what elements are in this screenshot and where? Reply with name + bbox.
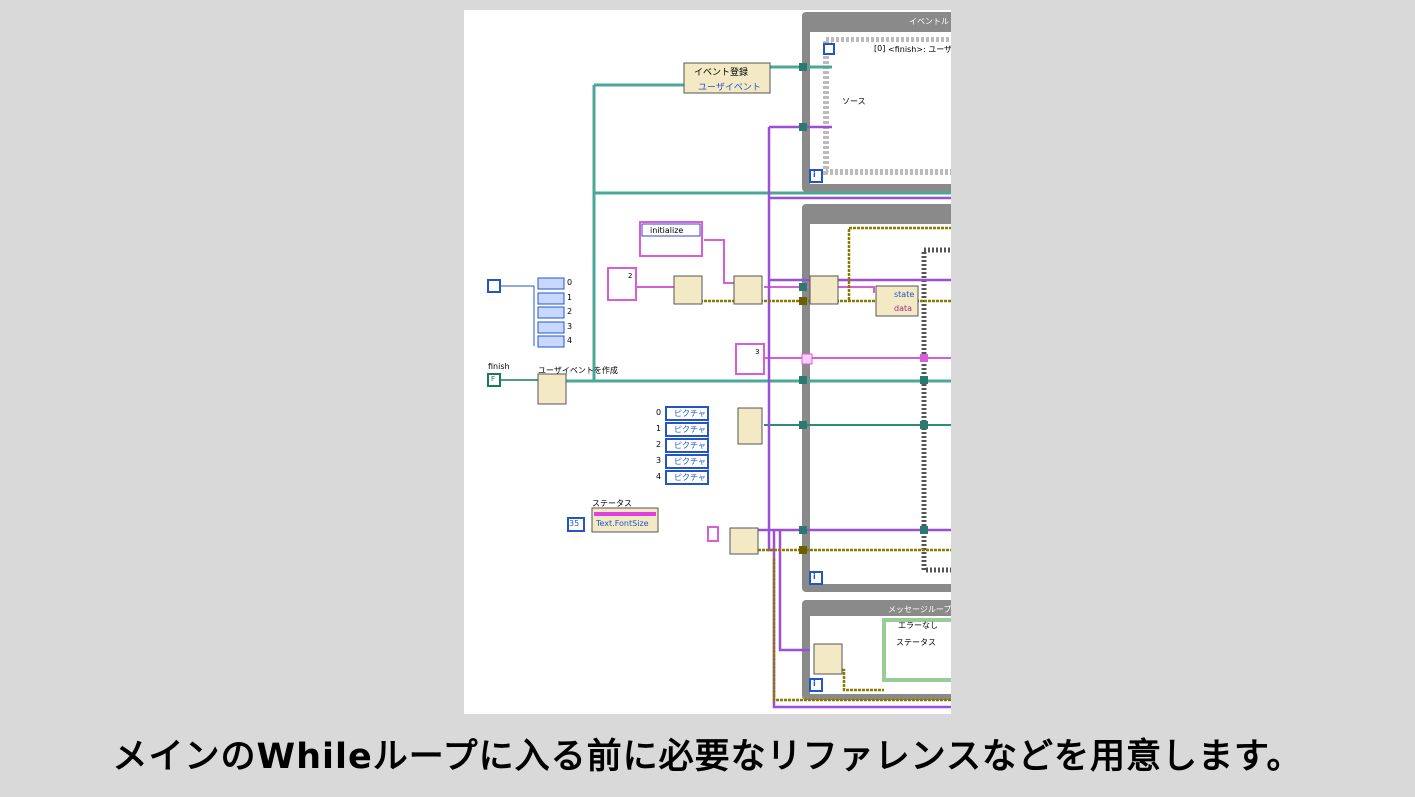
block-diagram: イベントル メッセージループ イベント登録 ユーザイベント [0] <finis… <box>464 10 951 714</box>
event-wires <box>564 65 951 383</box>
obtain-queue-node[interactable] <box>673 275 703 305</box>
error-case-border <box>882 618 951 682</box>
diagram-wires <box>487 12 951 709</box>
queue-ref-2-label: 2 <box>628 272 633 280</box>
loop-tunnels <box>799 63 928 534</box>
finish-boolean-icon[interactable] <box>487 373 501 387</box>
enqueue-node-1[interactable] <box>733 275 763 305</box>
property-node-ref-bar <box>594 512 656 516</box>
picture-ref-4[interactable]: ピクチャ <box>674 473 706 482</box>
error-tunnels <box>799 297 807 554</box>
event-structure-border <box>823 37 951 175</box>
font-size-constant[interactable] <box>567 517 585 532</box>
queue-ref-icon-3[interactable] <box>735 343 765 375</box>
array-index-4: 4 <box>567 336 573 345</box>
event-loop-title: イベントル <box>909 17 949 26</box>
queue-ref-3-label: 3 <box>755 348 760 356</box>
cluster-state-label: state <box>894 290 915 299</box>
case-structure-border <box>921 247 951 573</box>
picture-index-2: 2 <box>656 440 662 449</box>
timeout-icon <box>823 43 835 55</box>
event-loop-iteration-terminal <box>809 169 823 183</box>
message-loop-iteration-terminal <box>809 678 823 692</box>
main-loop-iteration-label: i <box>813 572 816 581</box>
source-label: ソース <box>842 97 866 106</box>
array-elements[interactable] <box>537 277 565 348</box>
unbundle-node[interactable] <box>875 285 919 317</box>
picture-index-3: 3 <box>656 456 662 465</box>
user-event-type[interactable]: ユーザイベント <box>698 83 761 93</box>
array-index-0: 0 <box>567 278 573 287</box>
shift-register-icon <box>801 353 813 365</box>
dequeue-node[interactable] <box>809 275 839 305</box>
finish-value[interactable]: F <box>491 375 496 383</box>
dequeue-message-node[interactable] <box>813 643 843 675</box>
cluster-data-label: data <box>894 304 913 313</box>
message-loop-title: メッセージループ <box>888 605 951 614</box>
picture-ref-0[interactable]: ピクチャ <box>674 409 706 418</box>
queue-wires <box>634 239 951 359</box>
register-events-label: イベント登録 <box>694 68 749 78</box>
enum-value[interactable]: initialize <box>650 226 684 235</box>
queue-ref-icon-2[interactable] <box>607 267 637 301</box>
obtain-message-queue-node[interactable] <box>729 527 759 555</box>
message-loop-iteration-label: i <box>813 679 816 688</box>
picture-ref-3[interactable]: ピクチャ <box>674 457 706 466</box>
build-array-node[interactable] <box>737 407 763 445</box>
array-index-3: 3 <box>567 322 573 331</box>
event-structure-interior <box>832 42 951 166</box>
create-user-event-label: ユーザイベントを作成 <box>538 366 618 375</box>
array-icon[interactable] <box>487 279 501 293</box>
status-label: ステータス <box>592 499 632 508</box>
font-size-value[interactable]: 35 <box>569 519 580 528</box>
event-loop-iteration-label: i <box>813 170 816 179</box>
picture-index-1: 1 <box>656 424 662 433</box>
finish-label: finish <box>488 362 510 371</box>
picture-index-0: 0 <box>656 408 662 417</box>
error-case-selector[interactable]: エラーなし <box>898 621 938 630</box>
picture-ref-2[interactable]: ピクチャ <box>674 441 706 450</box>
picture-ref-1[interactable]: ピクチャ <box>674 425 706 434</box>
array-index-1: 1 <box>567 293 573 302</box>
picture-index-4: 4 <box>656 472 662 481</box>
array-index-2: 2 <box>567 307 573 316</box>
picture-refs[interactable] <box>665 406 709 485</box>
event-case-selector[interactable]: <finish>: ユーザ <box>888 45 951 54</box>
status-label-2: ステータス <box>896 638 936 647</box>
caption-text: メインのWhileループに入る前に必要なリファレンスなどを用意します。 <box>112 737 1303 777</box>
main-loop-iteration-terminal <box>809 571 823 585</box>
register-events-node[interactable] <box>683 62 771 94</box>
enum-ring[interactable] <box>641 223 701 237</box>
create-user-event-node[interactable] <box>537 373 567 405</box>
message-queue-constant[interactable] <box>707 526 719 542</box>
event-case-index: [0] <box>874 44 886 53</box>
font-size-property[interactable]: Text.FontSize <box>596 519 649 528</box>
